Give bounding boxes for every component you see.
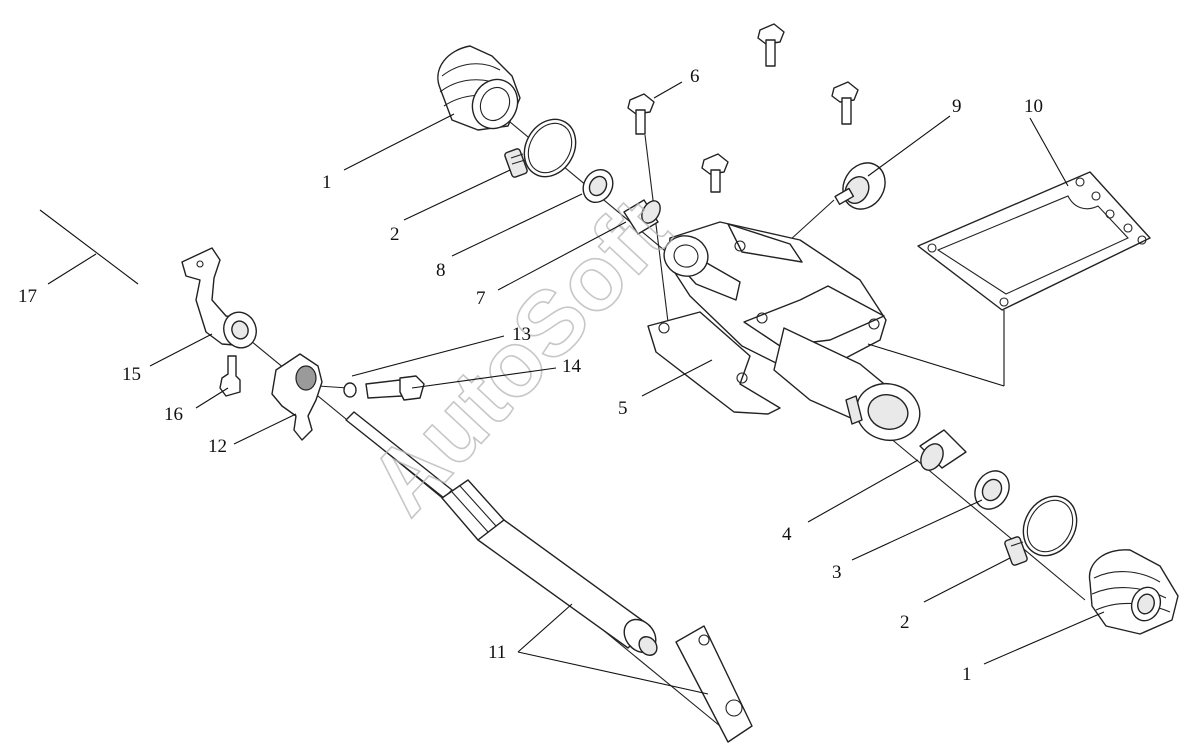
leader-lines (39, 81, 1105, 695)
callout-7: 7 (476, 288, 486, 309)
clamp-lever-part (271, 353, 323, 441)
callout-2-top: 2 (390, 224, 400, 245)
boot-top-part (437, 45, 521, 131)
grease-fitting-part (219, 355, 241, 397)
seal-bottom-part (974, 470, 1010, 510)
callout-15: 15 (122, 364, 141, 385)
pin-part (343, 375, 425, 401)
axis-lines (239, 111, 1086, 727)
callout-8: 8 (436, 260, 446, 281)
bushing-top-part (623, 199, 661, 235)
callout-labels: 1 2 8 7 6 9 10 5 4 3 2 1 11 12 13 14 15 … (18, 66, 1043, 685)
seal-top-part (582, 168, 614, 204)
bolts-part (627, 23, 859, 193)
callout-17: 17 (18, 286, 37, 307)
lever-part (181, 247, 257, 349)
callout-1-top: 1 (322, 172, 332, 193)
callout-12: 12 (208, 436, 227, 457)
clamp-bottom-part (1004, 495, 1078, 566)
callout-10: 10 (1024, 96, 1043, 117)
callout-3: 3 (832, 562, 842, 583)
gasket-part (917, 171, 1151, 311)
callout-6: 6 (690, 66, 700, 87)
watermark: AutoSoft (350, 180, 689, 534)
callout-1-bottom: 1 (962, 664, 972, 685)
ball-joint-part (834, 162, 886, 210)
callout-2-bottom: 2 (900, 612, 910, 633)
callout-14: 14 (562, 356, 582, 377)
bushing-bottom-part (919, 429, 967, 471)
boot-bottom-part (1088, 549, 1179, 635)
callout-5: 5 (618, 398, 628, 419)
callout-4: 4 (782, 524, 792, 545)
callout-16: 16 (164, 404, 183, 425)
callout-13: 13 (512, 324, 531, 345)
housing-part (647, 221, 921, 441)
shaft-part (345, 411, 753, 743)
clamp-top-part (504, 118, 577, 178)
callout-11: 11 (488, 642, 506, 663)
callout-9: 9 (952, 96, 962, 117)
